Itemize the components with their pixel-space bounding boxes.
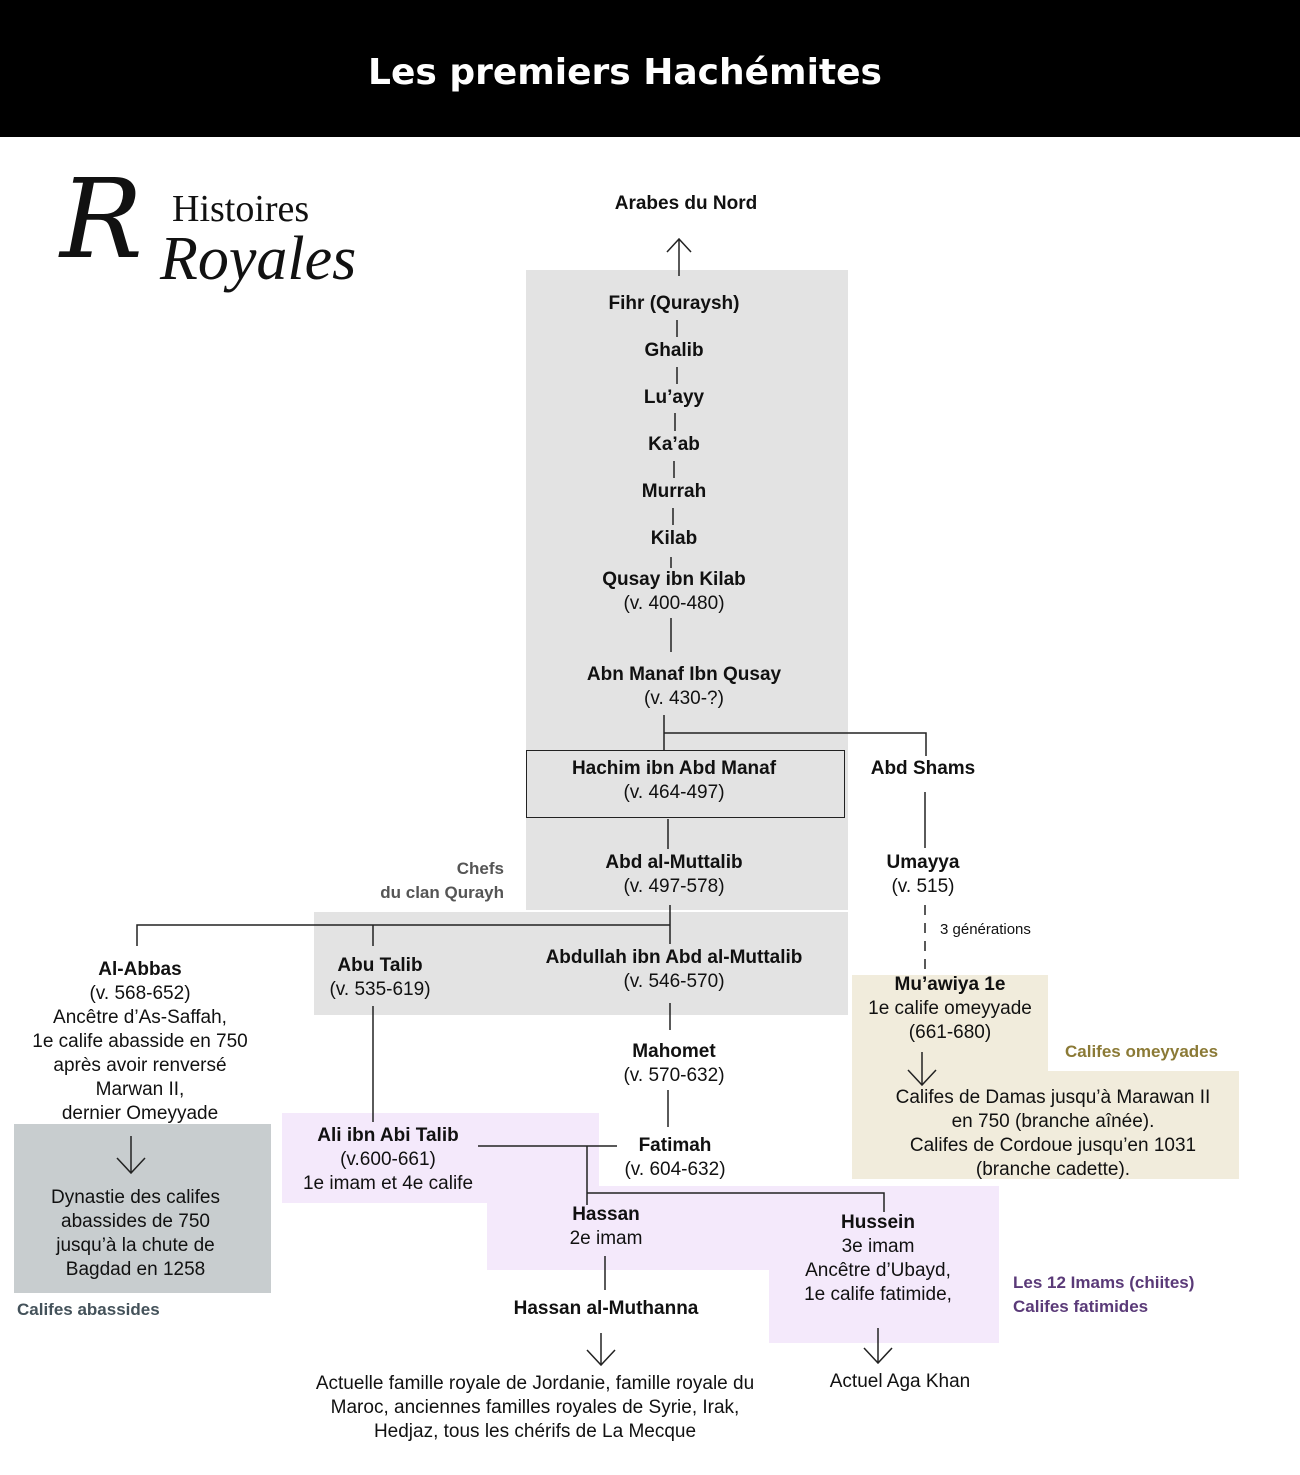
line-to-hussein — [587, 1192, 885, 1212]
abbasid-region — [14, 1124, 271, 1293]
histoires-royales-logo: R Histoires Royales — [60, 164, 356, 300]
abbasid-outcome: Dynastie des califes abassides de 750 ju… — [51, 1187, 220, 1280]
person-qusay: Qusay ibn Kilab(v. 400-480) — [602, 569, 746, 614]
hachim-highlight-box — [526, 750, 845, 818]
person-mahomet: Mahomet(v. 570-632) — [623, 1041, 725, 1086]
label-arabes-du-nord: Arabes du Nord — [614, 193, 758, 214]
person-al-abbas: Al-Abbas (v. 568-652) Ancêtre d’As-Saffa… — [32, 959, 248, 1124]
page-title: Les premiers Hachémites — [368, 52, 882, 93]
person-hachim: Hachim ibn Abd Manaf(v. 464-497) — [571, 758, 777, 803]
person-hussein: Hussein 3e imam Ancêtre d’Ubayd, 1e cali… — [804, 1212, 952, 1305]
line-abnmanaf-abdshams — [664, 732, 927, 756]
imams-region-hassan — [487, 1186, 769, 1270]
person-umayya: Umayya(v. 515) — [886, 852, 960, 897]
arrow-agakhan-head — [863, 1347, 893, 1365]
person-fatimah: Fatimah(v. 604-632) — [624, 1135, 726, 1180]
aga-khan-outcome: Actuel Aga Khan — [829, 1371, 971, 1392]
arrow-up-head — [666, 237, 692, 253]
note-califes-omeyyades: Califes omeyyades — [1065, 1042, 1219, 1061]
person-abn-manaf: Abn Manaf Ibn Qusay(v. 430-?) — [586, 664, 782, 709]
note-chefs: Chefs du clan Qurayh — [380, 859, 504, 902]
person-abd-shams: Abd Shams — [870, 758, 976, 779]
arrow-jordan-head — [586, 1349, 616, 1367]
person-kaab: Ka’ab — [648, 434, 700, 455]
umayyad-outcome: Califes de Damas jusqu’à Marawan II en 7… — [895, 1087, 1211, 1180]
title-bar — [0, 0, 1300, 137]
arrow-umayyad-head — [907, 1069, 937, 1087]
imams-region-hussein — [769, 1186, 999, 1343]
umayyad-region-bottom — [852, 1071, 1239, 1179]
person-luayy: Lu’ayy — [643, 387, 705, 408]
logo-line2: Royales — [160, 225, 357, 293]
logo-initial: R — [60, 155, 143, 283]
note-califes-abassides: Califes abassides — [17, 1300, 160, 1319]
person-abdullah: Abdullah ibn Abd al-Muttalib(v. 546-570) — [545, 947, 803, 992]
umayyad-region-top — [852, 975, 1048, 1075]
person-kilab: Kilab — [650, 528, 698, 549]
person-ghalib: Ghalib — [644, 340, 704, 361]
arrow-abbasid-head — [116, 1157, 146, 1175]
note-3-generations: 3 générations — [940, 921, 1031, 938]
person-abd-al-muttalib: Abd al-Muttalib(v. 497-578) — [605, 852, 743, 897]
person-ali: Ali ibn Abi Talib(v.600-661)1e imam et 4… — [302, 1125, 474, 1194]
line-muttalib-children — [136, 924, 670, 946]
person-murrah: Murrah — [641, 481, 707, 502]
chefs-region-bottom — [314, 912, 848, 1015]
note-imams: Les 12 Imams (chiites) Califes fatimides — [1013, 1273, 1195, 1316]
person-fihr: Fihr (Quraysh) — [608, 293, 740, 314]
person-hassan-al-muthanna: Hassan al-Muthanna — [513, 1298, 699, 1319]
person-abu-talib: Abu Talib(v. 535-619) — [329, 955, 431, 1000]
logo-line1: Histoires — [172, 188, 310, 230]
jordan-outcome: Actuelle famille royale de Jordanie, fam… — [315, 1373, 755, 1442]
chefs-region-top — [526, 270, 848, 910]
